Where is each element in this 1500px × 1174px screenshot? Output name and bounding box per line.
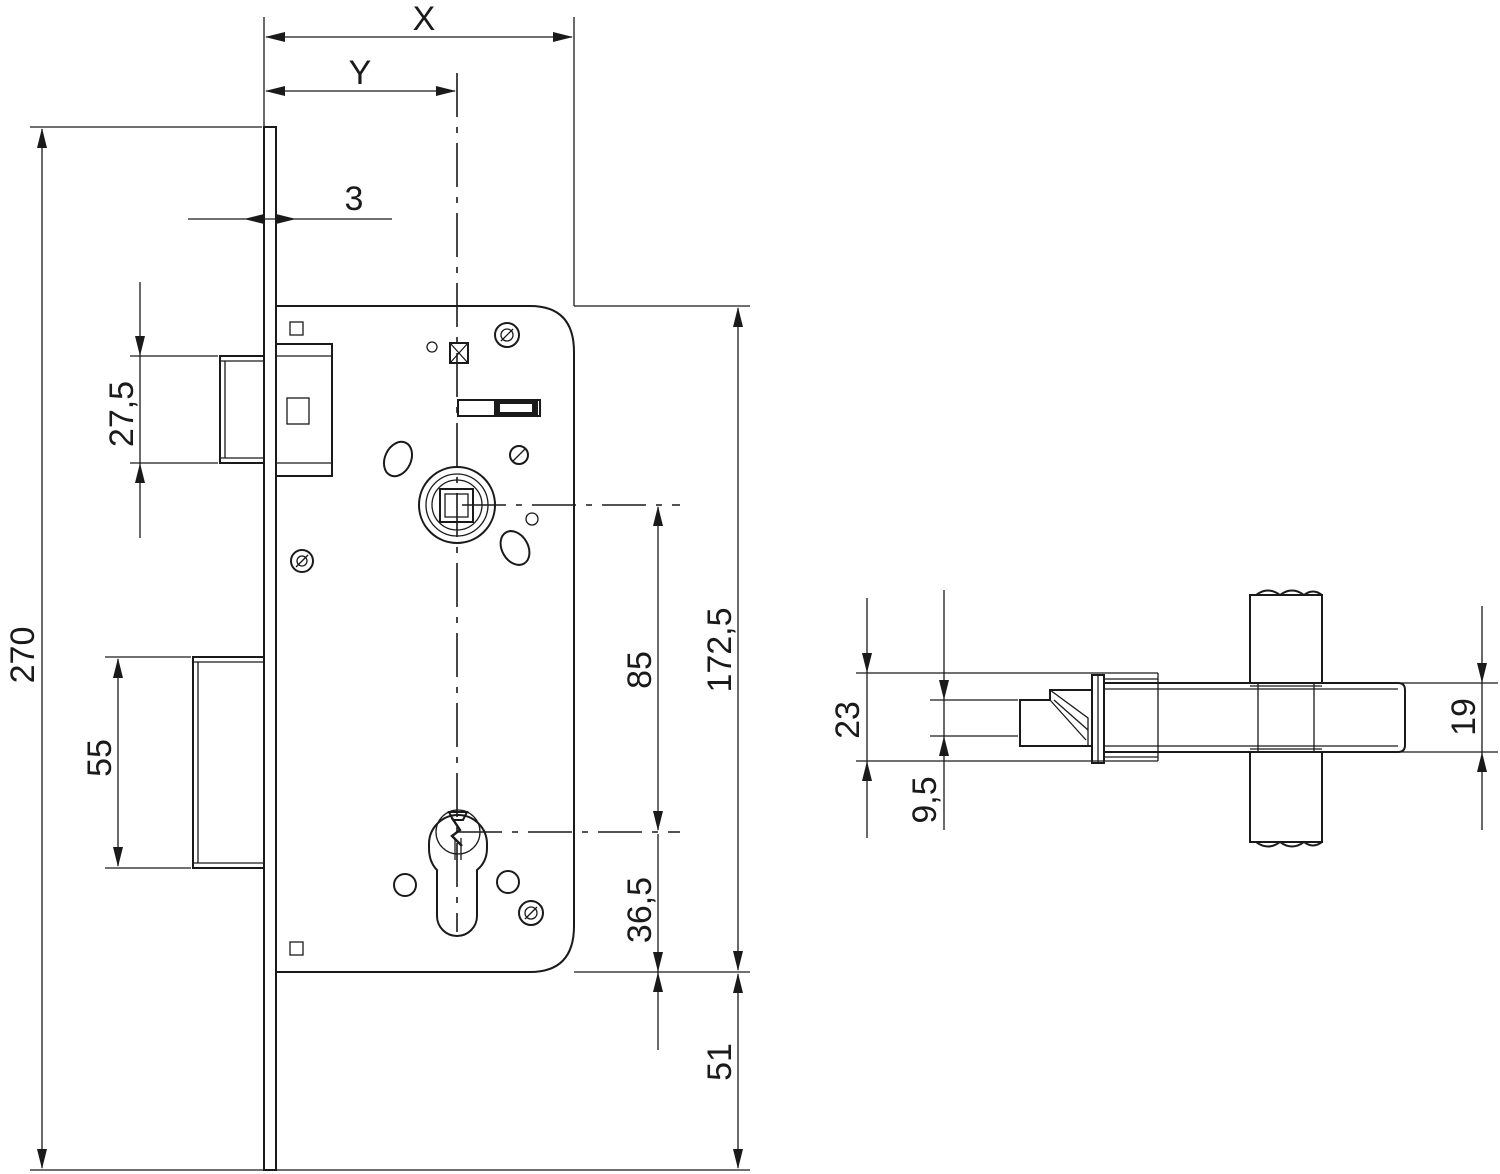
small-pin: [426, 341, 438, 353]
oval-hole-left: [382, 440, 414, 478]
latch-housing: [275, 343, 333, 477]
label-y: Y: [349, 54, 372, 92]
lock-side-view: [856, 589, 1498, 848]
small-hole-right: [525, 512, 539, 526]
label-270: 270: [4, 627, 42, 684]
lever-slot: [457, 399, 541, 417]
case-marker-top: [289, 321, 304, 336]
dead-bolt: [192, 656, 265, 869]
label-85: 85: [621, 651, 659, 689]
label-51: 51: [701, 1043, 739, 1081]
side-cylinder: [1249, 589, 1323, 848]
faceplate: [263, 126, 277, 1171]
side-dimensions: 23 9,5 19: [829, 590, 1487, 838]
case-marker-bottom: [289, 941, 304, 956]
latch-bolt: [219, 355, 265, 464]
label-172-5: 172,5: [701, 607, 739, 692]
screw-bottom-right: [518, 900, 544, 926]
hole-bottom-right: [496, 870, 520, 894]
label-23: 23: [829, 701, 867, 739]
label-3: 3: [345, 180, 364, 218]
lock-front-view: [192, 73, 680, 1171]
screw-left: [290, 549, 314, 573]
square-pin: [449, 342, 469, 364]
side-body: [1104, 673, 1406, 761]
oval-hole-right: [499, 530, 531, 566]
side-bolt: [1019, 689, 1093, 747]
screw-mid: [509, 445, 529, 465]
label-36-5: 36,5: [621, 877, 659, 943]
front-dimensions: X Y 3 270 27,5 55 85 36,5 172,5 51: [4, 0, 750, 1171]
label-19: 19: [1445, 698, 1483, 736]
label-27-5: 27,5: [103, 381, 141, 447]
label-x: X: [413, 0, 436, 38]
lock-case: [275, 305, 575, 973]
label-9-5: 9,5: [906, 776, 944, 823]
hole-bottom-left: [393, 873, 417, 897]
screw-top-right: [494, 322, 520, 348]
label-55: 55: [81, 739, 119, 777]
